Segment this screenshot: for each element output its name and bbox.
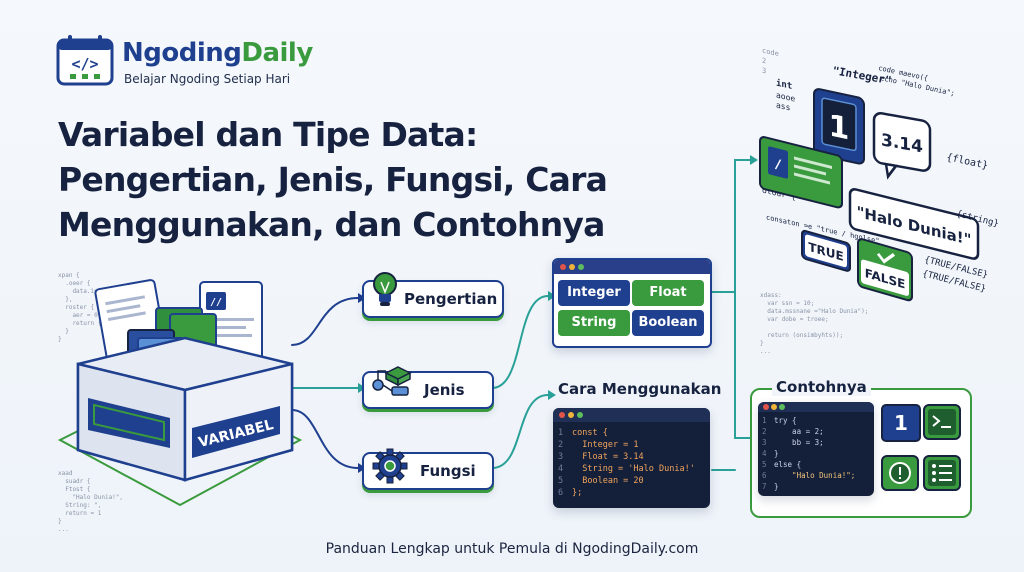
chip-integer: Integer — [558, 280, 630, 306]
decorative-code-left-bottom: xaad suadr { Ftost { "Halo Dunia!", Stri… — [58, 470, 124, 533]
cara-code: const { Integer = 1 Float = 3.14 String … — [572, 428, 695, 498]
doc-glyph: // — [210, 297, 222, 308]
brand-name-part2: Daily — [241, 38, 313, 68]
title-line-1: Variabel dan Tipe Data: — [58, 115, 478, 154]
brand-name: NgodingDaily — [122, 38, 313, 68]
branch-jenis: Jenis — [362, 366, 494, 409]
svg-text:code: code — [762, 46, 779, 58]
svg-text:int: int — [776, 78, 792, 92]
contoh-number-value: 1 — [894, 411, 908, 435]
page-title: Variabel dan Tipe Data: Pengertian, Jeni… — [58, 112, 678, 247]
branch-fungsi: Fungsi — [362, 448, 494, 490]
chip-float: Float — [632, 280, 704, 306]
cara-window-titlebar — [553, 408, 710, 422]
branch-pengertian-label: Pengertian — [404, 290, 498, 308]
cara-title: Cara Menggunakan — [558, 380, 722, 398]
tagline: Belajar Ngoding Setiap Hari — [124, 72, 291, 86]
contoh-code: try { aa = 2; bb = 3;}else { "Halo Dunia… — [774, 416, 856, 491]
logo-glyph: </> — [71, 55, 98, 73]
logo-icon: </> — [56, 35, 114, 86]
svg-text:3: 3 — [762, 66, 766, 76]
contoh-window-titlebar — [758, 402, 874, 412]
svg-text:aooe: aooe — [776, 90, 795, 104]
iso-one: 1 — [829, 108, 850, 147]
svg-text:ass: ass — [776, 100, 791, 113]
types-window-titlebar — [554, 260, 710, 274]
title-line-3: Menggunakan, dan Contohnya — [58, 205, 605, 244]
iso-float-label: {float} — [945, 152, 989, 172]
decorative-code-right: xdass: var ssn = 10; data.mssnane ="Halo… — [760, 292, 869, 355]
alert-icon — [881, 455, 919, 491]
brand-name-part1: Ngoding — [122, 38, 242, 68]
title-line-2: Pengertian, Jenis, Fungsi, Cara — [58, 160, 608, 199]
branch-jenis-label: Jenis — [424, 381, 465, 399]
footer-text: Panduan Lengkap untuk Pemula di NgodingD… — [325, 541, 699, 557]
lightbulb-icon — [373, 272, 397, 306]
svg-text:/: / — [774, 157, 782, 174]
chip-string: String — [558, 310, 630, 336]
variabel-box-illustration: // VARIABEL — [76, 279, 294, 482]
chip-boolean: Boolean — [632, 310, 704, 336]
branch-fungsi-label: Fungsi — [420, 462, 476, 480]
contoh-number-icon: 1 — [881, 404, 921, 442]
branch-pengertian: Pengertian — [362, 272, 504, 318]
contoh-title: Contohnya — [772, 378, 871, 396]
list-icon — [923, 455, 961, 491]
blocks-icon — [372, 366, 412, 396]
gear-icon — [372, 448, 408, 484]
svg-text:2: 2 — [762, 56, 766, 66]
terminal-icon — [923, 404, 961, 440]
types-window: Integer Float String Boolean — [552, 258, 712, 348]
